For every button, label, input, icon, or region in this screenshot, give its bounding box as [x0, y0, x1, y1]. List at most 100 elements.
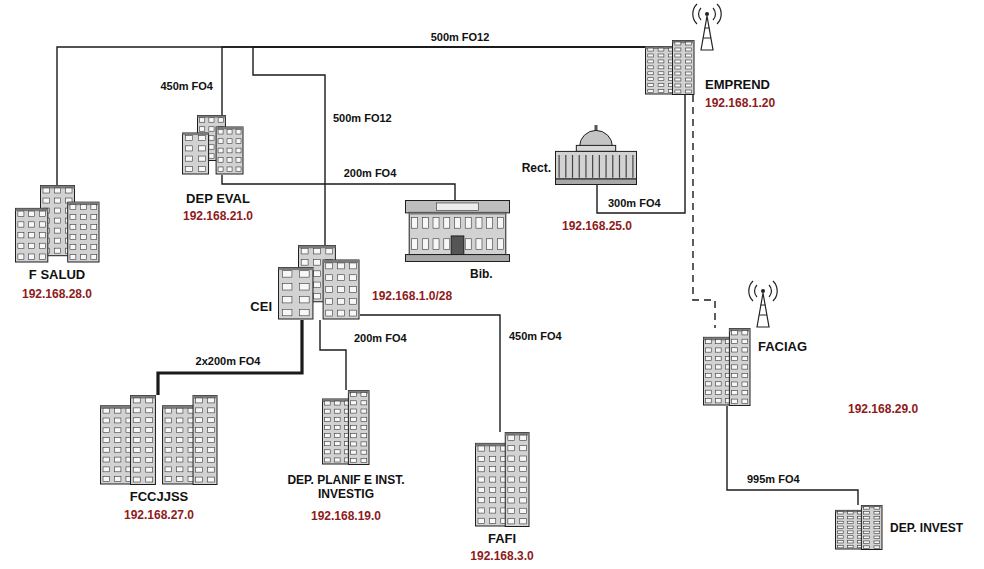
- building-roof: [216, 127, 243, 129]
- building-window: [236, 139, 241, 144]
- building-window: [208, 457, 215, 462]
- building-window: [18, 222, 24, 227]
- building-window: [54, 208, 60, 213]
- fiber-link: [727, 406, 858, 505]
- building-window: [864, 521, 870, 523]
- building-window: [658, 60, 664, 63]
- building-window: [103, 477, 109, 482]
- network-address: 192.168.25.0: [562, 220, 632, 234]
- building-window: [29, 211, 35, 216]
- building-window: [146, 428, 153, 433]
- building-window: [874, 521, 880, 523]
- radio-wave: [749, 281, 753, 301]
- building-window: [227, 167, 232, 172]
- building-window: [716, 356, 722, 360]
- building-window: [177, 438, 183, 443]
- building-window: [103, 457, 109, 462]
- building-window: [218, 158, 223, 163]
- building-window: [338, 263, 345, 269]
- building-window: [648, 66, 654, 69]
- building-icon: [183, 116, 244, 175]
- building-window: [185, 166, 192, 171]
- building-window: [478, 456, 484, 461]
- building-window: [864, 541, 870, 543]
- building-window: [706, 339, 712, 343]
- building-window: [520, 456, 527, 461]
- building-window: [476, 218, 482, 229]
- cable-label: 500m FO12: [331, 112, 394, 125]
- building-window: [874, 531, 880, 533]
- building-window: [325, 409, 331, 413]
- column: [599, 155, 600, 178]
- building-window: [146, 477, 153, 482]
- fiber-link: [158, 320, 302, 395]
- building-name: DEP. PLANIF E INST. INVESTIG: [287, 474, 405, 502]
- cable-label: 200m FO4: [342, 167, 399, 180]
- building-window: [133, 477, 140, 482]
- antenna-strut: [703, 38, 711, 39]
- building-window: [236, 167, 241, 172]
- building-window: [18, 254, 24, 259]
- column: [585, 155, 586, 178]
- building-window: [706, 399, 712, 403]
- building-window: [838, 521, 844, 523]
- building-icon: [556, 125, 637, 185]
- building-wall: [704, 337, 734, 405]
- building-window: [848, 516, 854, 518]
- building-window: [648, 90, 654, 93]
- building-window: [133, 398, 140, 403]
- building-window: [444, 239, 450, 250]
- building-window: [361, 393, 367, 397]
- building-window: [300, 309, 310, 315]
- building-window: [208, 418, 215, 423]
- building-window: [520, 466, 527, 471]
- building-window: [18, 233, 24, 238]
- building-window: [361, 450, 367, 454]
- building-window: [196, 447, 203, 452]
- building-window: [165, 477, 171, 482]
- building-window: [742, 365, 748, 369]
- building-name: CEI: [250, 300, 272, 315]
- dome: [580, 130, 613, 146]
- antenna-strut: [705, 28, 710, 29]
- building-window: [196, 477, 203, 482]
- building-window: [326, 248, 333, 254]
- building-window: [508, 456, 515, 461]
- antenna-symbol: [749, 281, 777, 327]
- building-window: [314, 282, 321, 288]
- building-window: [658, 90, 664, 93]
- building-window: [91, 245, 97, 250]
- building-window: [520, 508, 527, 513]
- building-window: [686, 66, 692, 69]
- building-window: [236, 129, 241, 134]
- building-window: [444, 218, 450, 229]
- building-window: [675, 72, 681, 75]
- building-window: [54, 188, 60, 193]
- building-window: [326, 275, 333, 281]
- building-window: [706, 356, 712, 360]
- building-window: [732, 348, 738, 352]
- building-window: [487, 239, 493, 250]
- column: [632, 155, 633, 178]
- building-window: [146, 467, 153, 472]
- building-window: [29, 243, 35, 248]
- building-window: [742, 339, 748, 343]
- building-roof: [323, 260, 359, 263]
- building-wall: [646, 47, 677, 94]
- building-window: [686, 48, 692, 51]
- building-window: [508, 435, 515, 440]
- antenna-mast: [701, 16, 713, 50]
- library-roof: [406, 201, 510, 213]
- building-window: [43, 188, 49, 193]
- building-window: [864, 512, 870, 514]
- building-window: [742, 348, 748, 352]
- column: [605, 155, 606, 178]
- building-icon: [836, 506, 883, 550]
- building-window: [39, 254, 45, 259]
- building-window: [476, 239, 482, 250]
- building-icon: [646, 41, 695, 95]
- building-window: [18, 243, 24, 248]
- building-window: [196, 398, 203, 403]
- building-window: [508, 466, 515, 471]
- network-address: 192.168.3.0: [470, 550, 533, 564]
